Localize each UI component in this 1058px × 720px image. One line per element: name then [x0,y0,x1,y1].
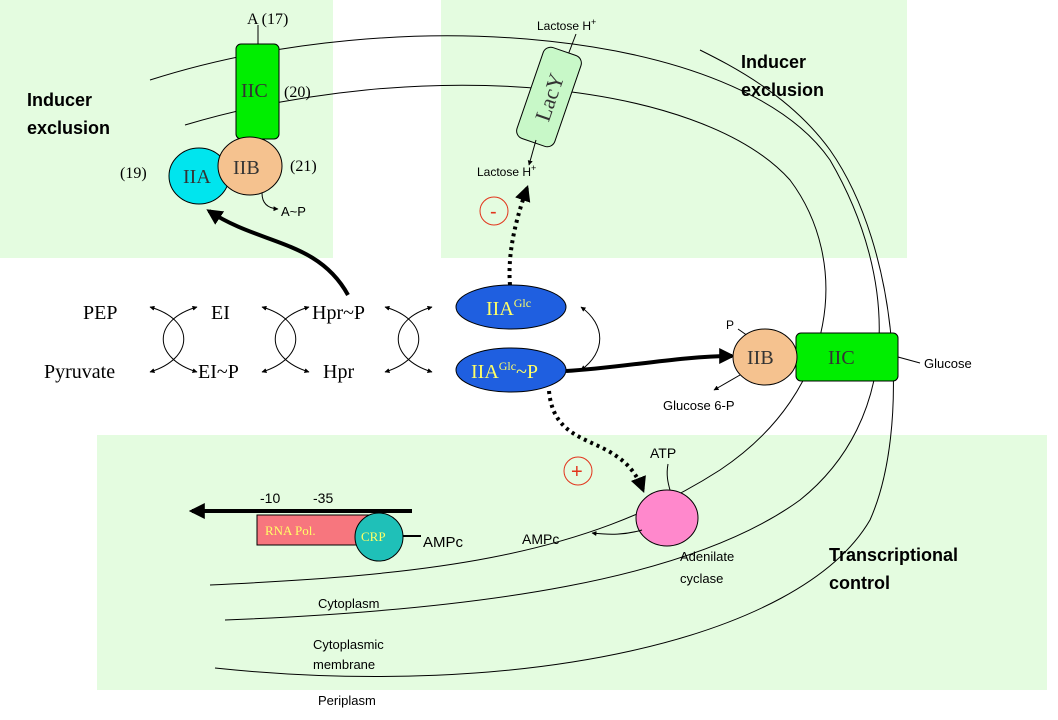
iiaglc-label: IIAGlc [486,296,531,320]
outer-boundary-line [214,49,894,678]
iia-label-left: IIA [183,166,211,188]
glucose-pointer-line [897,356,921,364]
cytoplasm-label: Cytoplasm [318,596,379,611]
activation-plus: + [571,461,583,483]
lactose-out-label: Lactose H+ [537,17,596,33]
iib-domain-left [217,136,283,196]
n20-label: (20) [284,84,311,101]
hpr-hprp-arc-1 [274,305,310,374]
eip-label: EI~P [198,361,239,383]
adenylate-cyclase-label-line2: cyclase [680,571,723,586]
inducer-exclusion-right-panel [441,0,907,258]
transcriptional-control-panel [97,435,1047,690]
cytoplasmic-membrane-label-line1: Cytoplasmic [313,637,384,652]
crp-label: CRP [361,529,386,544]
left-panel-title-line1: Inducer [27,90,92,110]
a-phosphate-label: A~P [281,204,306,219]
ampc-bound-label: AMPc [423,534,464,551]
iib-label-left: IIB [233,157,260,179]
bottom-panel-title-line1: Transcriptional [829,545,958,565]
glucose6p-arrow [713,374,741,391]
ampc-produced-label: AMPc [522,531,559,547]
lacy-transporter: LacY [516,46,582,148]
minus10-label: -10 [260,490,280,506]
atp-label: ATP [650,445,676,461]
iib-domain-right [732,328,798,386]
p-label: P [726,318,734,332]
n19-label: (19) [120,165,147,182]
adenylate-cyclase [635,489,699,547]
pyruvate-label: Pyruvate [44,361,115,383]
hpr-label: Hpr [323,361,354,383]
right-panel-title-line2: exclusion [741,80,824,100]
iiaglc-to-lacy-dotted-arrow [507,184,531,286]
hpr-hprp-arc-2 [384,305,420,374]
periplasm-label: Periplasm [318,693,376,708]
bottom-panel-title-line2: control [829,573,890,593]
glucose-label: Glucose [924,356,972,371]
ampc-production-arrow [591,529,643,536]
pep-pyruvate-arc [149,305,185,374]
a17-label: A (17) [247,11,288,28]
iiaglc-phospho-arc [580,306,601,371]
glucose6p-label: Glucose 6-P [663,398,735,413]
iiaglc-p-label: IIAGlc~P [471,359,538,383]
iic-label-left: IIC [241,80,268,102]
inhibition-sign [479,196,509,226]
cytoplasmic-membrane-outer-line [184,84,827,586]
activation-sign [563,456,593,486]
left-panel-title-line2: exclusion [27,118,110,138]
n21-label: (21) [290,158,317,175]
lactose-top-pointer [567,33,577,56]
ei-label: EI [211,302,230,324]
atp-pointer-line [666,463,671,491]
cytoplasmic-membrane-label-line2: membrane [313,657,375,672]
hprp-to-iia-arrow [206,209,350,296]
lactose-in-label: Lactose H+ [477,163,536,179]
rna-polymerase-label: RNA Pol. [265,523,316,538]
minus35-label: -35 [313,490,333,506]
ei-eip-arc-2 [261,305,297,374]
iiaglc-arc [397,305,433,374]
adenylate-cyclase-label-line1: Adenilate [680,549,734,564]
rna-polymerase [256,514,370,546]
iiaglc-domain [455,284,567,330]
ei-eip-arc-1 [162,305,198,374]
a-phosphate-arrow [261,192,279,212]
iib-label-right: IIB [747,347,774,369]
iic-label-right: IIC [828,347,855,369]
lactose-in-arrow [527,139,537,166]
hprp-label: Hpr~P [312,302,365,324]
inhibition-minus: - [490,201,497,223]
right-panel-title-line1: Inducer [741,52,806,72]
pep-label: PEP [83,302,117,324]
cytoplasmic-membrane-inner-line [149,35,880,621]
iiaglc-to-iib-arrow [565,348,736,373]
